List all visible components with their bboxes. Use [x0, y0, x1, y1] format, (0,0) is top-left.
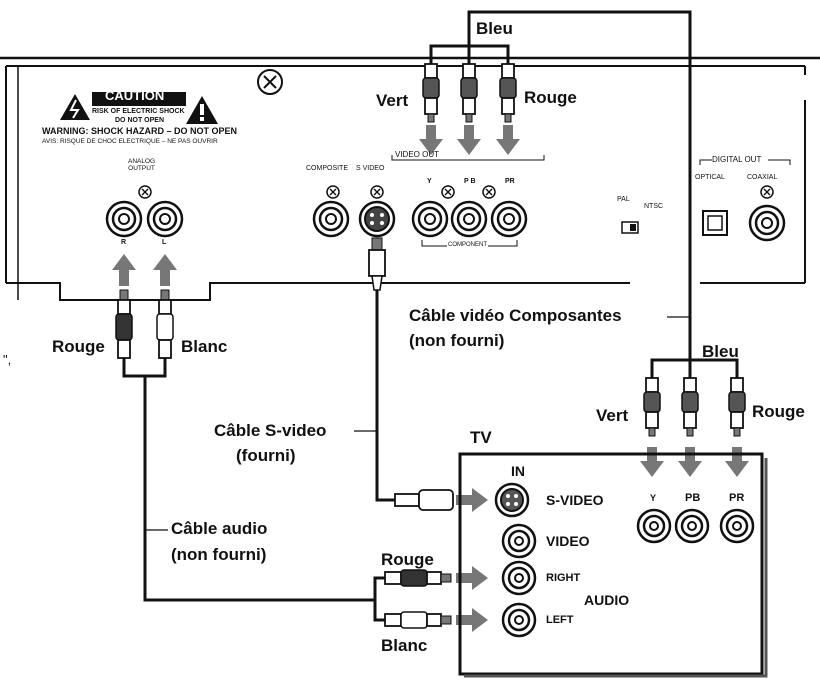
- tv-title: TV: [470, 428, 492, 447]
- svideo-cable: [375, 290, 395, 502]
- bleu-plug-tv: [681, 377, 699, 437]
- tv-pr-label: PR: [729, 492, 745, 504]
- exclamation-triangle-icon: [186, 96, 218, 124]
- svideo-label: S VIDEO: [356, 165, 385, 172]
- cable-svideo-note: (fourni): [236, 446, 296, 465]
- caution-line1: RISK OF ELECTRIC SHOCK: [92, 108, 185, 115]
- tv-video-jack: [501, 523, 537, 559]
- composite-screw-icon: [326, 185, 340, 199]
- tv-svideo-label: S-VIDEO: [546, 492, 604, 508]
- bleu-plug-top: [460, 63, 478, 123]
- caution-line2: DO NOT OPEN: [115, 117, 165, 124]
- tv-y-label: Y: [650, 493, 657, 503]
- blanc-left-label: Blanc: [181, 337, 228, 356]
- analog-output-label: ANALOG OUTPUT: [128, 158, 156, 172]
- tv-pb-label: PB: [685, 492, 701, 504]
- analog-r-jack: [105, 200, 143, 238]
- rouge-plug-tv: [728, 377, 746, 437]
- rouge-right-label: Rouge: [752, 402, 805, 421]
- arrow-down-icon: [496, 125, 520, 155]
- vert-plug-tv: [643, 377, 661, 437]
- quote-mark: ",: [3, 352, 12, 367]
- rouge-left-label: Rouge: [52, 337, 105, 356]
- tv-right-jack: [501, 560, 537, 596]
- warning-triangle-icon: [60, 94, 90, 120]
- vert-right-label: Vert: [596, 406, 629, 425]
- blanc-bottom-label: Blanc: [381, 636, 428, 655]
- component-screw-icon: [482, 185, 496, 199]
- coaxial-label: COAXIAL: [747, 174, 778, 181]
- caution-warning-en: WARNING: SHOCK HAZARD – DO NOT OPEN: [42, 126, 238, 136]
- vert-top-label: Vert: [376, 91, 409, 110]
- arrow-down-icon: [457, 125, 481, 155]
- tv-right-label: RIGHT: [546, 572, 581, 584]
- tv-in-label: IN: [511, 463, 525, 479]
- audio-plug-blanc-tv: [384, 611, 452, 629]
- player-body: [0, 56, 820, 301]
- bleu-right-label: Bleu: [702, 342, 739, 361]
- tv-pb-jack: [674, 508, 710, 544]
- caution-warning-fr: AVIS: RISQUE DE CHOC ELECTRIQUE – NE PAS…: [42, 138, 218, 145]
- component-cable-top: [429, 10, 739, 380]
- arrow-up-icon: [112, 254, 136, 286]
- coaxial-screw-icon: [760, 185, 774, 199]
- coaxial-jack: [748, 204, 786, 242]
- component-pb-jack: [450, 200, 488, 238]
- tv-left-label: LEFT: [546, 614, 574, 626]
- analog-l-jack: [146, 200, 184, 238]
- component-y-jack: [411, 200, 449, 238]
- ntsc-label: NTSC: [644, 203, 664, 210]
- analog-r-label: R: [121, 239, 127, 246]
- svideo-plug-player: [368, 237, 386, 291]
- audio-plug-rouge-tv: [384, 569, 452, 587]
- composite-jack: [312, 200, 350, 238]
- arrow-down-icon: [725, 447, 749, 477]
- pr-label: PR: [505, 178, 515, 185]
- audio-plug-rouge: [115, 289, 133, 359]
- tv-pr-jack: [719, 508, 755, 544]
- svideo-screw-icon: [370, 185, 384, 199]
- tv-video-label: VIDEO: [546, 533, 590, 549]
- rouge-bottom-label: Rouge: [381, 550, 434, 569]
- cable-component-label: Câble vidéo Composantes: [409, 306, 622, 325]
- tv-svideo-jack: [494, 482, 530, 518]
- rouge-top-label: Rouge: [524, 88, 577, 107]
- caution-title: CAUTION: [105, 88, 165, 103]
- optical-jack: [702, 210, 728, 236]
- cable-svideo-label: Câble S-video: [214, 421, 327, 440]
- component-label: COMPONENT: [447, 242, 488, 248]
- svideo-plug-tv: [394, 489, 454, 511]
- vert-plug-top: [422, 63, 440, 123]
- composite-label: COMPOSITE: [306, 165, 349, 172]
- analog-screw-icon: [138, 185, 152, 199]
- rouge-plug-top: [499, 63, 517, 123]
- arrow-down-icon: [640, 447, 664, 477]
- pb-label: P B: [464, 178, 476, 185]
- tv-box: [458, 452, 768, 678]
- caution-banner: [92, 92, 186, 106]
- arrow-down-icon: [678, 447, 702, 477]
- component-pr-jack: [490, 200, 528, 238]
- arrow-up-icon: [153, 254, 177, 286]
- optical-label: OPTICAL: [695, 174, 725, 181]
- component-screw-icon: [441, 185, 455, 199]
- digital-out-label: DIGITAL OUT: [712, 155, 762, 164]
- pal-label: PAL: [617, 196, 630, 203]
- tv-audio-label: AUDIO: [584, 592, 630, 608]
- cable-audio-note: (non fourni): [171, 545, 267, 564]
- cable-component-note: (non fourni): [409, 331, 505, 350]
- bleu-top-label: Bleu: [476, 19, 513, 38]
- video-out-label: VIDEO OUT: [395, 150, 440, 159]
- svideo-jack-player: [358, 200, 396, 238]
- tv-y-jack: [636, 508, 672, 544]
- audio-plug-blanc: [156, 289, 174, 359]
- analog-l-label: L: [162, 239, 167, 246]
- pal-ntsc-switch: [621, 221, 639, 234]
- audio-cable: [122, 358, 385, 622]
- tv-left-jack: [501, 602, 537, 638]
- y-label: Y: [427, 178, 432, 185]
- cable-audio-label: Câble audio: [171, 519, 268, 538]
